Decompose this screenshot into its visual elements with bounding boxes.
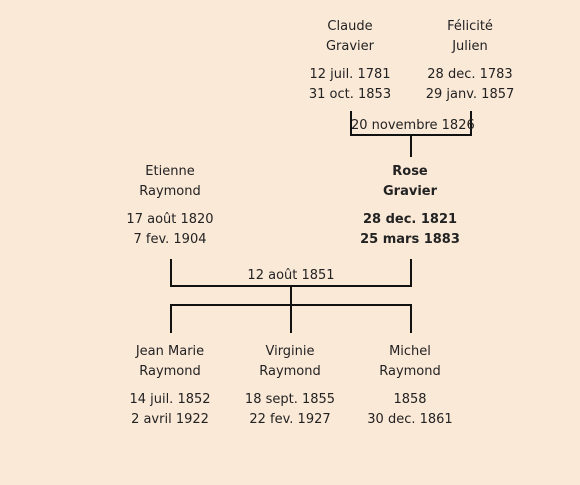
person-last-name: Raymond (259, 364, 321, 379)
person-death-date: 30 dec. 1861 (367, 412, 453, 427)
parents-marriage-date: 12 août 1851 (247, 268, 335, 283)
person-first-name: Rose (392, 164, 428, 179)
grandparents-descent-line (410, 136, 412, 157)
person-death-date: 2 avril 1922 (131, 412, 209, 427)
person-birth-date: 1858 (393, 392, 427, 407)
person-last-name: Raymond (379, 364, 441, 379)
person-last-name: Gravier (382, 184, 437, 199)
child-2-drop-line (290, 306, 292, 333)
person-first-name: Michel (389, 344, 431, 359)
person-first-name: Virginie (265, 344, 315, 359)
children-sibling-line (170, 304, 412, 306)
person-death-date: 31 oct. 1853 (308, 87, 392, 102)
person-birth-date: 14 juil. 1852 (129, 392, 211, 407)
person-birth-date: 28 dec. 1821 (362, 212, 458, 227)
person-jean-marie-raymond: Jean Marie Raymond 14 juil. 1852 2 avril… (100, 342, 240, 430)
person-birth-date: 17 août 1820 (126, 212, 214, 227)
person-first-name: Claude (327, 19, 373, 34)
person-claude-gravier: Claude Gravier 12 juil. 1781 31 oct. 185… (280, 17, 420, 105)
person-last-name: Gravier (325, 39, 375, 54)
person-death-date: 29 janv. 1857 (425, 87, 515, 102)
person-last-name: Julien (452, 39, 488, 54)
child-1-drop-line (170, 306, 172, 333)
grandparents-left-drop-line (350, 111, 352, 136)
person-virginie-raymond: Virginie Raymond 18 sept. 1855 22 fev. 1… (220, 342, 360, 430)
person-first-name: Jean Marie (135, 344, 205, 359)
person-last-name: Raymond (139, 184, 201, 199)
parents-left-drop-line (170, 259, 172, 286)
parents-descent-line (290, 287, 292, 304)
person-death-date: 7 fev. 1904 (133, 232, 207, 247)
person-first-name: Félicité (447, 19, 493, 34)
parents-marriage-line (170, 285, 412, 287)
person-michel-raymond: Michel Raymond 1858 30 dec. 1861 (340, 342, 480, 430)
grandparents-right-drop-line (470, 111, 472, 136)
grandparents-marriage-line (350, 134, 472, 136)
person-death-date: 25 mars 1883 (360, 232, 460, 247)
child-3-drop-line (410, 306, 412, 333)
person-birth-date: 28 dec. 1783 (427, 67, 513, 82)
person-first-name: Etienne (145, 164, 195, 179)
person-last-name: Raymond (139, 364, 201, 379)
parents-right-drop-line (410, 259, 412, 286)
person-felicite-julien: Félicité Julien 28 dec. 1783 29 janv. 18… (400, 17, 540, 105)
person-death-date: 22 fev. 1927 (249, 412, 331, 427)
person-birth-date: 12 juil. 1781 (309, 67, 391, 82)
person-rose-gravier: Rose Gravier 28 dec. 1821 25 mars 1883 (340, 162, 480, 250)
person-birth-date: 18 sept. 1855 (244, 392, 336, 407)
grandparents-marriage-date: 20 novembre 1826 (351, 118, 475, 133)
person-etienne-raymond: Etienne Raymond 17 août 1820 7 fev. 1904 (100, 162, 240, 250)
